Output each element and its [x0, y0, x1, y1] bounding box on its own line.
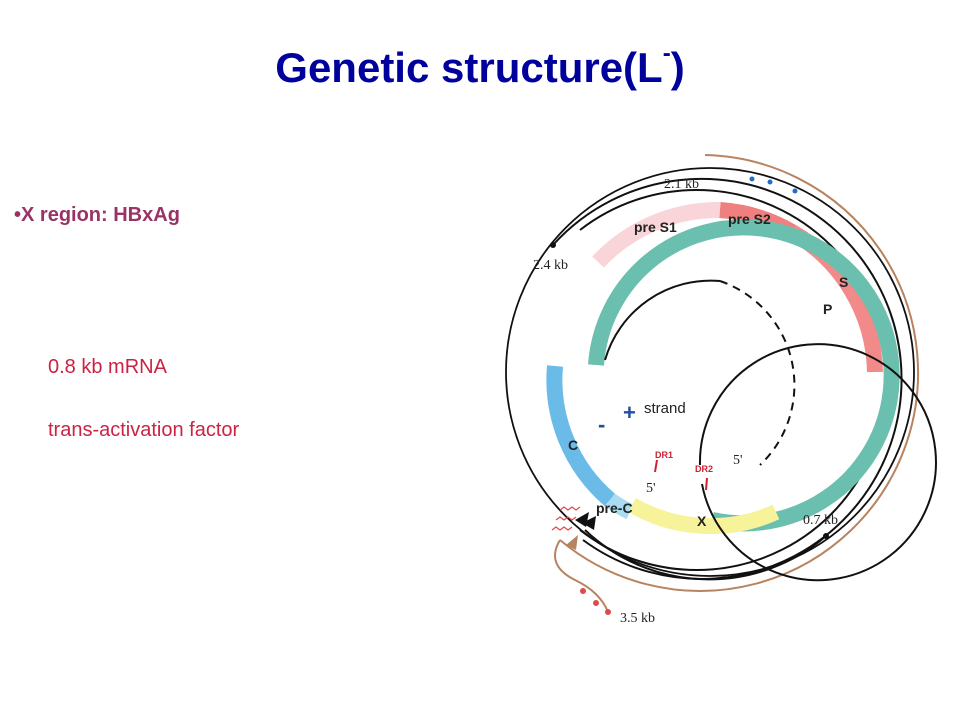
label-pre-s1: pre S1 — [634, 219, 677, 235]
red-dot-3 — [605, 609, 611, 615]
transcript-0-7kb — [584, 529, 827, 581]
cap-wave-2 — [555, 516, 577, 521]
label-pre-s2: pre S2 — [728, 211, 771, 227]
label-5prime-minus: 5' — [646, 481, 656, 496]
c-arc — [546, 365, 616, 507]
label-plus: + — [623, 400, 636, 425]
bullet-text: X region: HBxAg — [21, 204, 180, 226]
black-dot-0-7kb — [823, 533, 829, 539]
plus-strand-solid — [604, 279, 721, 361]
label-3-5kb: 3.5 kb — [620, 611, 655, 626]
dr2-mark — [705, 477, 708, 491]
transcript-arrowhead — [566, 535, 578, 550]
label-pre-c: pre-C — [596, 500, 633, 516]
transcript-2-4kb — [552, 177, 903, 580]
page-title: Genetic structure(L-) — [275, 40, 685, 91]
promoter-arrow-2 — [575, 512, 589, 527]
label-5prime-plus: 5' — [733, 453, 743, 468]
x-arc — [628, 498, 780, 535]
mrna-line: 0.8 kb mRNA — [48, 356, 167, 378]
promoter-arrow-1 — [582, 516, 596, 530]
plus-strand — [719, 280, 796, 466]
label-x: X — [697, 513, 707, 529]
label-minus: - — [598, 412, 605, 437]
red-dot-2 — [593, 600, 599, 606]
label-c: C — [568, 437, 578, 453]
blue-dot-3 — [792, 188, 798, 194]
label-dr1: DR1 — [655, 450, 673, 460]
blue-dot-2 — [767, 179, 773, 185]
label-0-7kb: 0.7 kb — [803, 513, 838, 528]
dr1-mark — [654, 459, 658, 473]
minus-strand — [698, 343, 937, 582]
bullet-x-region: •X region: HBxAg — [14, 204, 180, 227]
label-dr2: DR2 — [695, 464, 713, 474]
label-2-4kb: 2.4 kb — [533, 258, 568, 273]
red-dot-1 — [580, 588, 586, 594]
cap-wave-3 — [551, 526, 573, 531]
label-strand: strand — [644, 400, 686, 417]
label-s: S — [839, 274, 848, 290]
p-arc — [588, 219, 900, 532]
cap-wave-1 — [559, 506, 581, 511]
label-2-1kb: 2.1 kb — [664, 177, 699, 192]
label-p: P — [823, 301, 832, 317]
pre-s1-arc — [592, 201, 721, 268]
blue-dot-1 — [749, 176, 755, 182]
transcript-3-5kb-tail — [554, 539, 609, 613]
trans-activation-line: trans-activation factor — [48, 419, 240, 441]
bullet-marker: • — [14, 204, 22, 226]
outer-ring — [505, 167, 915, 577]
transcript-3-5kb — [559, 154, 919, 592]
black-dot-2-4kb — [550, 242, 556, 248]
